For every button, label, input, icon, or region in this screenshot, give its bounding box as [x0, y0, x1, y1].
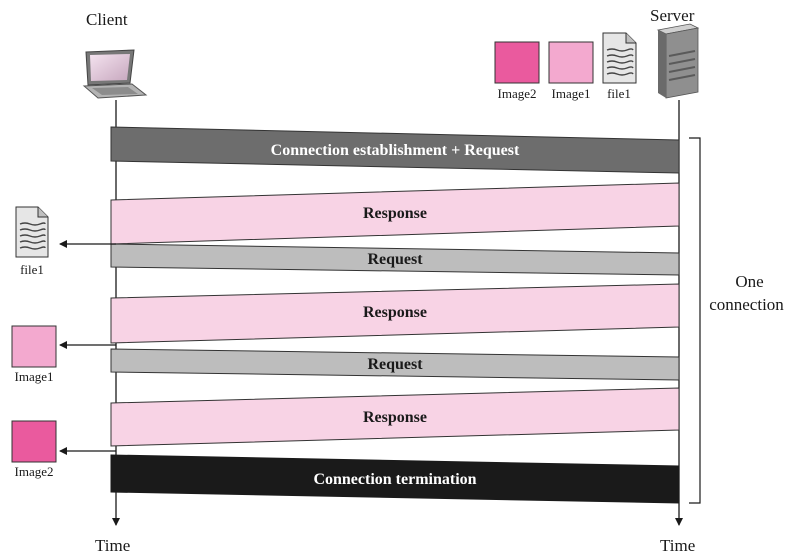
client-file1-label: file1 [20, 262, 44, 277]
server-image2-label: Image2 [497, 86, 537, 101]
server-image1-icon [548, 41, 594, 84]
client-image2-label: Image2 [14, 464, 54, 479]
brace-label-line1: One [735, 272, 764, 291]
server-image1-label: Image1 [551, 86, 591, 101]
message-connection-termination [110, 454, 680, 504]
laptop-icon [82, 49, 148, 99]
message-request-1 [110, 243, 680, 276]
connection-brace [689, 137, 701, 504]
server-time-label: Time [660, 536, 696, 555]
message-label-response-3: Response [363, 409, 427, 426]
message-label-connection-termination: Connection termination [313, 471, 476, 488]
server-file1-icon [602, 32, 637, 84]
message-label-request-2: Request [367, 356, 423, 373]
brace-label-line2: connection [709, 295, 784, 314]
message-label-connection-establishment: Connection establishment + Request [271, 142, 520, 159]
client-image1-label: Image1 [14, 369, 54, 384]
message-label-response-1: Response [363, 205, 427, 222]
server-label: Server [650, 6, 695, 25]
client-label: Client [86, 10, 128, 29]
client-image2-icon [11, 420, 57, 463]
client-time-label: Time [95, 536, 131, 555]
message-connection-establishment [110, 126, 680, 174]
server-image2-icon [494, 41, 540, 84]
server-icon [656, 23, 700, 99]
message-request-2 [110, 348, 680, 381]
message-response-3 [110, 387, 680, 447]
server-file1-label: file1 [607, 86, 631, 101]
message-label-request-1: Request [367, 251, 423, 268]
client-image1-icon [11, 325, 57, 368]
message-response-1 [110, 182, 680, 245]
message-label-response-2: Response [363, 304, 427, 321]
message-response-2 [110, 283, 680, 344]
client-file1-icon [15, 206, 49, 258]
